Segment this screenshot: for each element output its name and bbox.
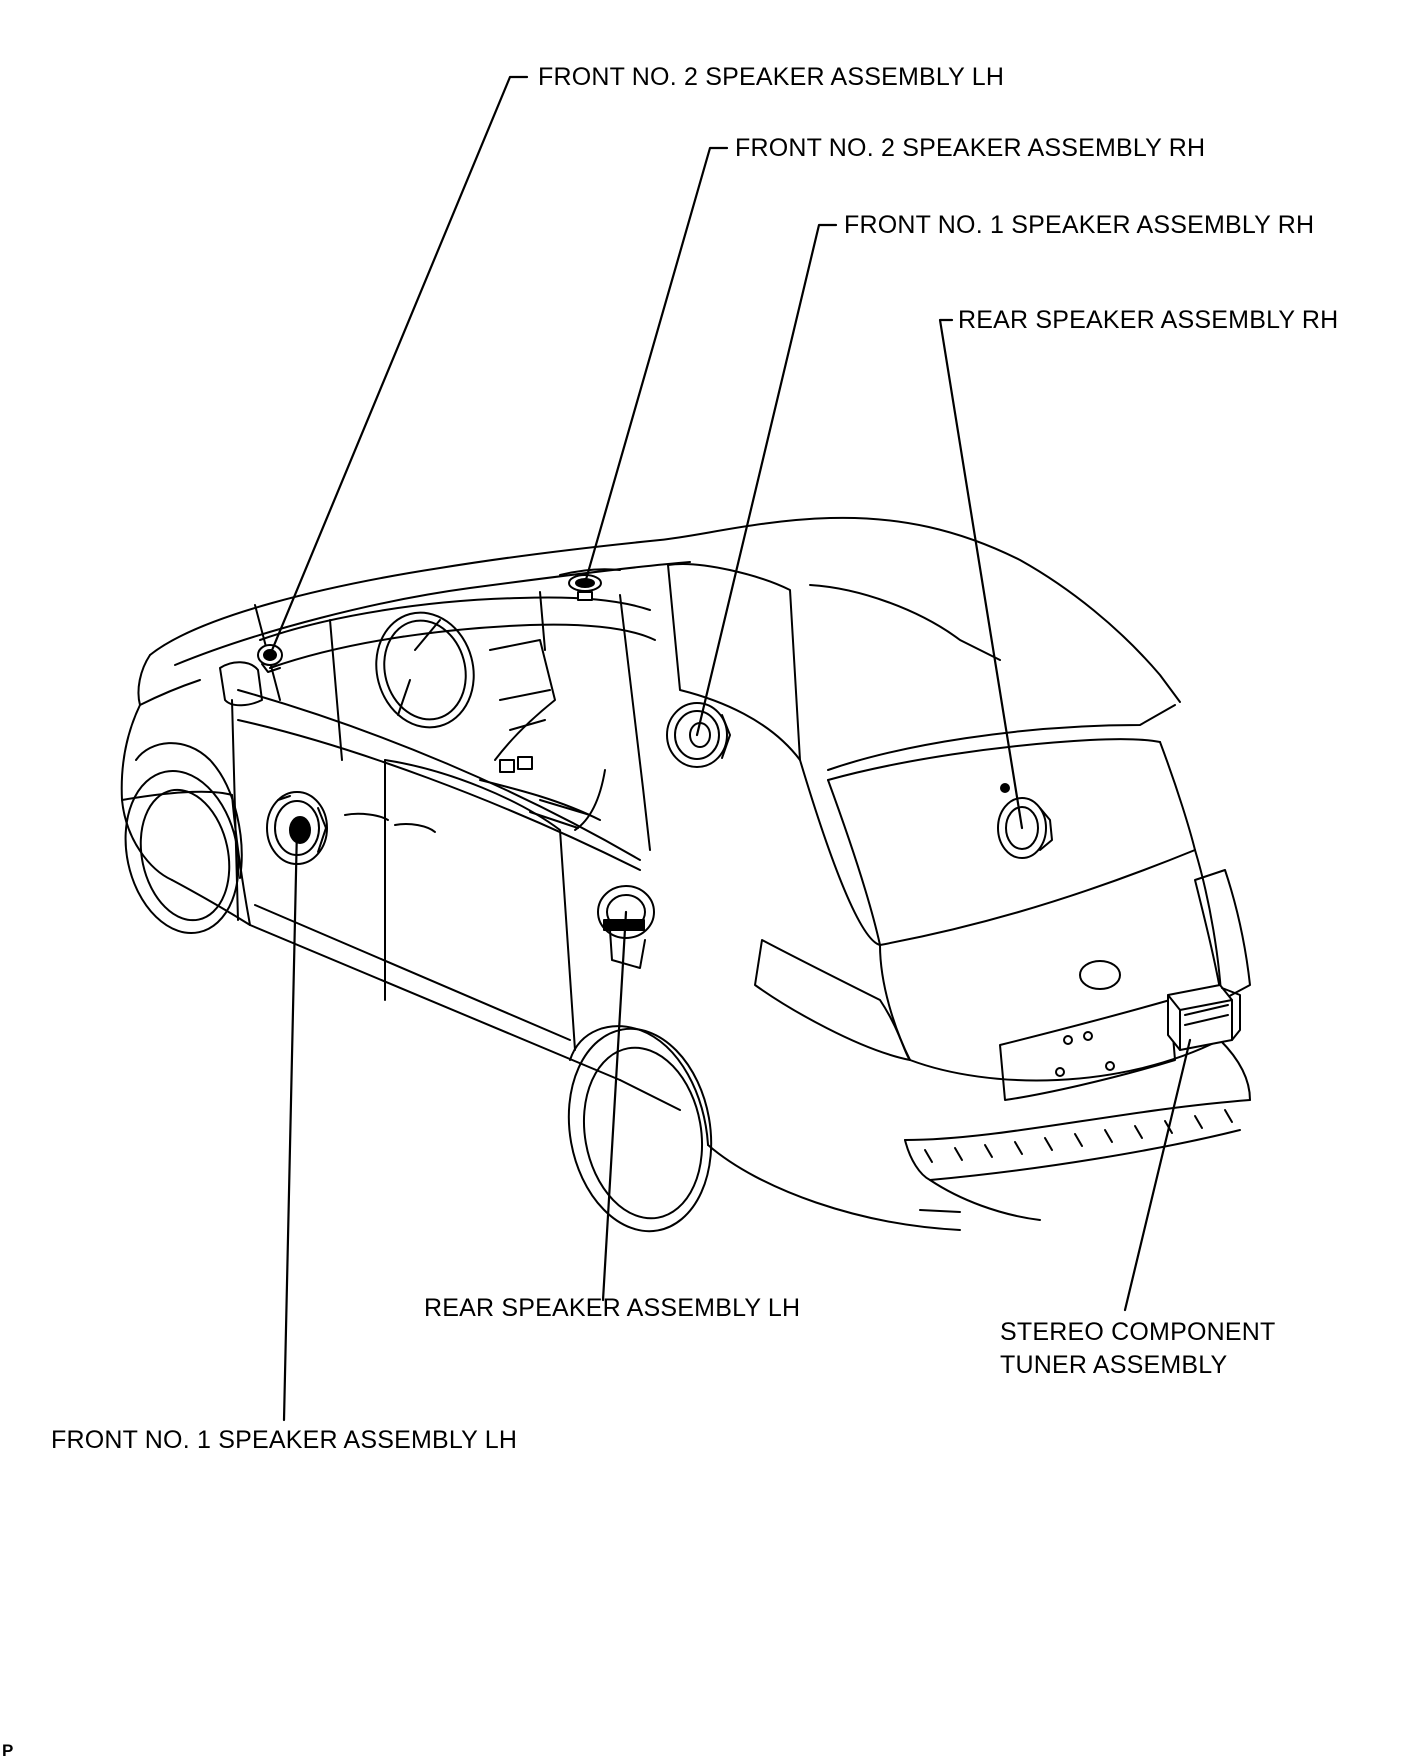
label-front-no1-speaker-lh: FRONT NO. 1 SPEAKER ASSEMBLY LH: [51, 1426, 518, 1454]
label-stereo-component-line1: STEREO COMPONENT: [1000, 1318, 1276, 1346]
rear-speaker-rh-part: [997, 783, 1053, 859]
leader-lines: [268, 75, 1192, 1422]
label-rear-speaker-lh: REAR SPEAKER ASSEMBLY LH: [424, 1294, 801, 1322]
front-no2-speaker-rh-part: [568, 574, 602, 601]
label-stereo-component-line2: TUNER ASSEMBLY: [1000, 1351, 1228, 1379]
front-no1-speaker-rh-part: [666, 702, 731, 768]
label-front-no1-speaker-rh: FRONT NO. 1 SPEAKER ASSEMBLY RH: [844, 211, 1315, 239]
vehicle-outline: [120, 516, 1251, 1233]
stereo-component-tuner-part: [1167, 984, 1241, 1051]
label-rear-speaker-rh: REAR SPEAKER ASSEMBLY RH: [958, 306, 1339, 334]
vehicle-interior: [254, 568, 656, 829]
label-front-no2-speaker-lh: FRONT NO. 2 SPEAKER ASSEMBLY LH: [538, 63, 1005, 91]
figure-code: P: [2, 1741, 14, 1760]
label-front-no2-speaker-rh: FRONT NO. 2 SPEAKER ASSEMBLY RH: [735, 134, 1206, 162]
